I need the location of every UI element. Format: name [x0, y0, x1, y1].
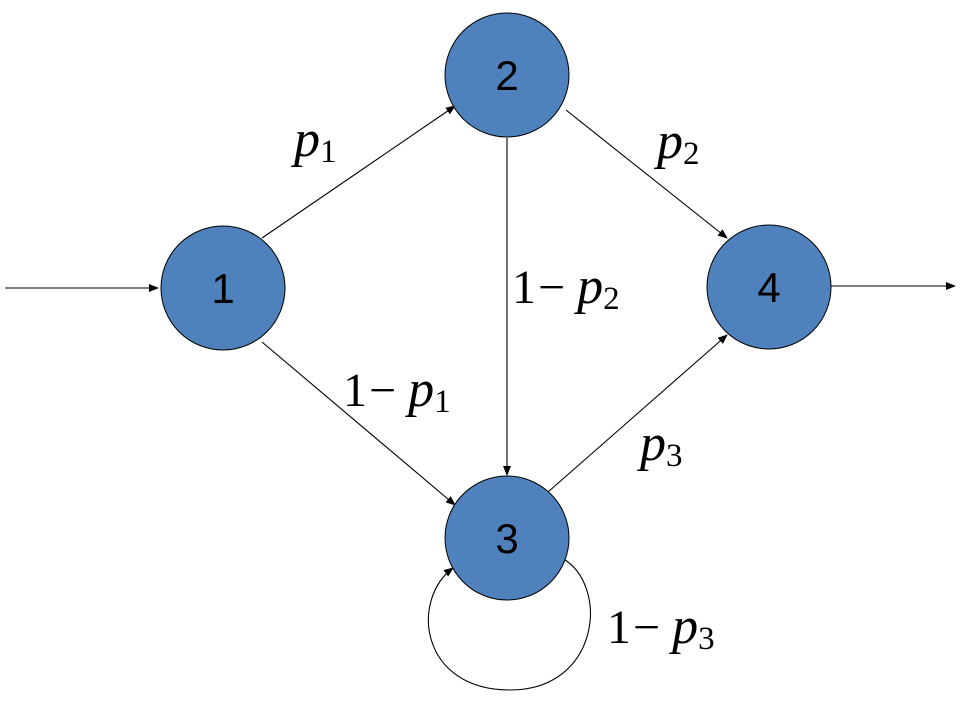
node-4: 4 [706, 224, 832, 350]
node-3: 3 [444, 475, 570, 601]
label-self-loop-3: 1−p3 [607, 598, 715, 657]
node-4-label: 4 [757, 264, 780, 311]
node-2-circle [444, 12, 570, 138]
node-1: 1 [160, 225, 286, 351]
node-3-label: 3 [495, 515, 518, 562]
node-1-circle [160, 225, 286, 351]
node-1-label: 1 [211, 265, 234, 312]
edge-1-to-2 [261, 105, 456, 239]
node-3-circle [444, 475, 570, 601]
label-edge-2-to-4: p2 [653, 113, 700, 172]
node-2-label: 2 [495, 52, 518, 99]
node-4-circle [706, 224, 832, 350]
label-edge-1-to-2: p1 [290, 111, 337, 170]
edge-2-to-4 [565, 109, 728, 239]
label-edge-1-to-3: 1−p1 [343, 361, 451, 420]
self-loop-3 [427, 557, 591, 691]
node-2: 2 [444, 12, 570, 138]
label-edge-2-to-3: 1−p2 [512, 258, 620, 317]
edge-3-to-4 [547, 334, 728, 493]
label-edge-3-to-4: p3 [636, 415, 683, 474]
edge-1-to-3 [261, 341, 456, 506]
